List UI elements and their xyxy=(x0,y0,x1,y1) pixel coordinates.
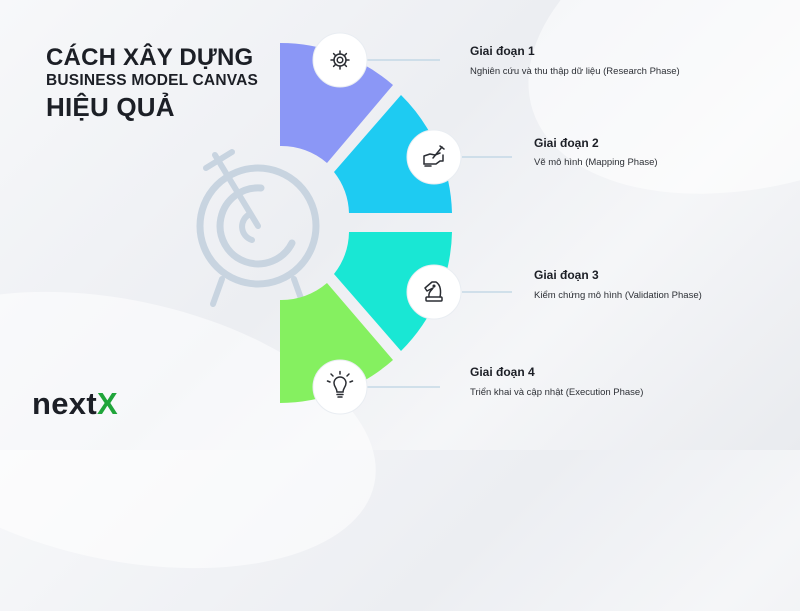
hand-writing-icon xyxy=(423,145,445,167)
stage-1-desc: Nghiên cứu và thu thập dữ liệu (Research… xyxy=(470,66,680,77)
stage-2-title: Giai đoạn 2 xyxy=(534,136,599,150)
stage-2-segment xyxy=(334,95,452,213)
chess-knight-icon xyxy=(424,281,443,302)
stage-1-icon-circle xyxy=(312,32,368,88)
stage-4-title: Giai đoạn 4 xyxy=(470,365,535,379)
stage-1-title: Giai đoạn 1 xyxy=(470,44,535,58)
title-line-2: BUSINESS MODEL CANVAS xyxy=(46,72,259,89)
stage-3-desc: Kiểm chứng mô hình (Validation Phase) xyxy=(534,290,702,301)
stage-4-segment xyxy=(280,283,393,403)
nextx-logo: nextX xyxy=(32,386,118,422)
stage-3-segment xyxy=(334,232,452,351)
stage-diagram xyxy=(196,32,512,415)
target-icon xyxy=(196,149,320,307)
stage-4-icon-circle xyxy=(312,359,368,415)
title-line-1: CÁCH XÂY DỰNG xyxy=(46,44,254,71)
title-line-3: HIỆU QUẢ xyxy=(46,92,175,122)
stage-4-desc: Triển khai và cập nhật (Execution Phase) xyxy=(470,387,644,398)
stage-1-segment xyxy=(280,42,393,163)
logo-main: next xyxy=(32,386,97,421)
logo-accent: X xyxy=(96,386,118,421)
gear-icon xyxy=(330,50,350,70)
stage-3-title: Giai đoạn 3 xyxy=(534,268,599,282)
stage-2-desc: Vẽ mô hình (Mapping Phase) xyxy=(534,157,658,168)
stage-3-icon-circle xyxy=(406,264,462,320)
lightbulb-icon xyxy=(326,370,354,398)
